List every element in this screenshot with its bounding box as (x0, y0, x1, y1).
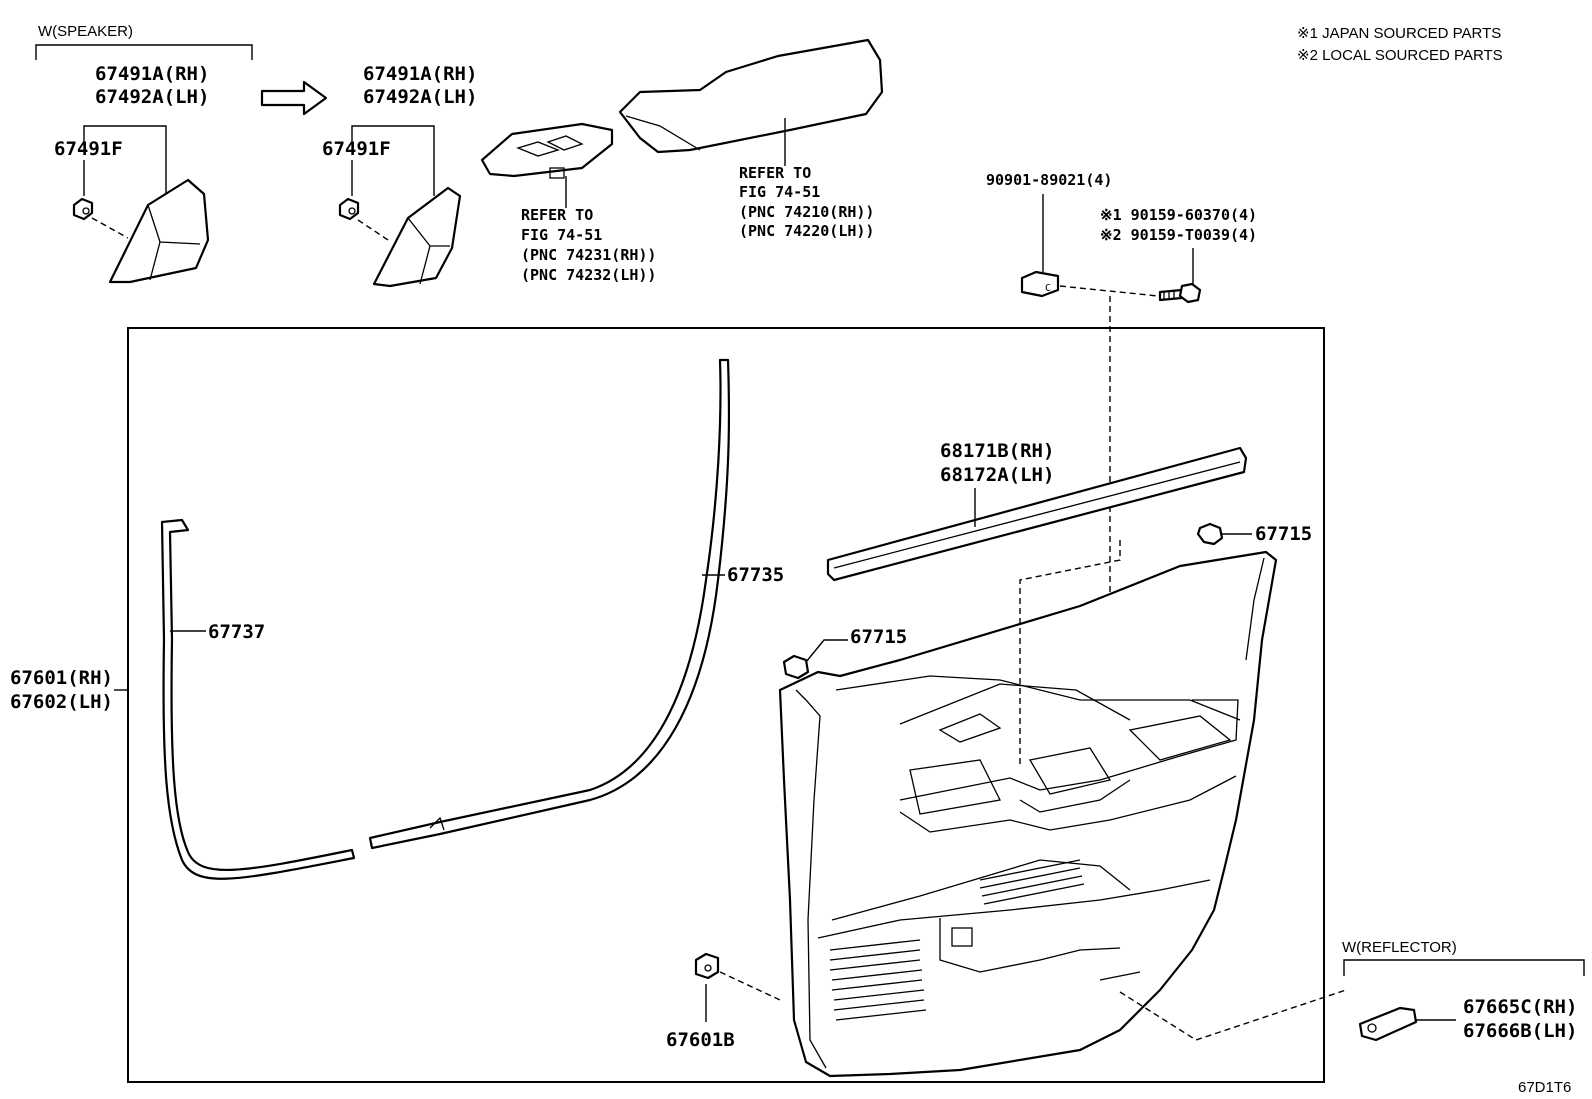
label-67492A-lh-1: 67492A(LH) (95, 86, 209, 108)
ref-switch-fig: FIG 74-51 (521, 226, 602, 244)
leader-speaker-2 (351, 125, 435, 196)
dash-67601B (719, 971, 781, 1001)
main-frame (127, 327, 1325, 1083)
note-local-sourced: ※2 LOCAL SOURCED PARTS (1297, 47, 1503, 64)
dash-clip-screw (1059, 285, 1159, 297)
label-67601-rh: 67601(RH) (10, 667, 113, 689)
label-67491F-2: 67491F (322, 138, 391, 160)
note-japan-sourced: ※1 JAPAN SOURCED PARTS (1297, 25, 1501, 42)
leader-speaker-1 (83, 125, 167, 198)
label-90159-T0039: ※2 90159-T0039(4) (1100, 226, 1257, 244)
arrow-icon (260, 80, 328, 116)
label-67735: 67735 (727, 564, 784, 586)
ref-armrest-pnc-rh: (PNC 74210(RH)) (739, 203, 874, 221)
label-67715-upper: 67715 (1255, 523, 1312, 545)
label-67602-lh: 67602(LH) (10, 691, 113, 713)
label-67492A-lh-2: 67492A(LH) (363, 86, 477, 108)
weatherstrip-67735 (368, 358, 731, 850)
dash-reflector (1119, 989, 1347, 1041)
label-90901-89021: 90901-89021(4) (986, 171, 1112, 189)
label-67665C-rh: 67665C(RH) (1463, 996, 1577, 1018)
clip-67715-lower (782, 654, 810, 680)
dash-panel-upper (1019, 540, 1121, 764)
reflector-67665C (1358, 1006, 1418, 1042)
label-67666B-lh: 67666B(LH) (1463, 1020, 1577, 1042)
speaker-group-bracket (35, 44, 253, 60)
speaker-cover-2 (372, 186, 462, 288)
switch-base (480, 122, 614, 179)
group-reflector-label: W(REFLECTOR) (1342, 939, 1457, 956)
ref-switch-pnc-lh: (PNC 74232(LH)) (521, 266, 656, 284)
ref-switch-refer: REFER TO (521, 206, 593, 224)
speaker-clip-1 (72, 197, 94, 221)
label-67491A-rh-1: 67491A(RH) (95, 63, 209, 85)
clip-67601B (694, 952, 720, 980)
armrest-pad (618, 38, 884, 154)
label-67715-lower: 67715 (850, 626, 907, 648)
clip-67715-upper (1196, 522, 1224, 546)
clip-90901: C (1020, 270, 1060, 298)
ref-armrest-fig: FIG 74-51 (739, 183, 820, 201)
group-speaker-label: W(SPEAKER) (38, 23, 133, 40)
dash-speaker-1 (91, 217, 129, 239)
door-trim-panel (778, 550, 1278, 1078)
dash-speaker-2 (357, 219, 389, 241)
label-90159-60370: ※1 90159-60370(4) (1100, 206, 1257, 224)
label-67601B: 67601B (666, 1029, 735, 1051)
label-67737: 67737 (208, 621, 265, 643)
ref-armrest-pnc-lh: (PNC 74220(LH)) (739, 222, 874, 240)
weatherstrip-67737 (160, 518, 356, 880)
speaker-cover-1 (108, 178, 210, 284)
speaker-clip-2 (338, 197, 360, 221)
svg-text:C: C (1045, 283, 1051, 294)
label-68172A-lh: 68172A(LH) (940, 464, 1054, 486)
ref-switch-pnc-rh: (PNC 74231(RH)) (521, 246, 656, 264)
belt-moulding-68171B (826, 446, 1248, 582)
label-67491A-rh-2: 67491A(RH) (363, 63, 477, 85)
reflector-group-bracket (1343, 959, 1585, 976)
label-67491F-1: 67491F (54, 138, 123, 160)
label-68171B-rh: 68171B(RH) (940, 440, 1054, 462)
leader-67715-lower (805, 639, 848, 663)
figure-code: 67D1T6 (1518, 1079, 1571, 1096)
screw-90159 (1158, 282, 1202, 304)
ref-armrest-refer: REFER TO (739, 164, 811, 182)
